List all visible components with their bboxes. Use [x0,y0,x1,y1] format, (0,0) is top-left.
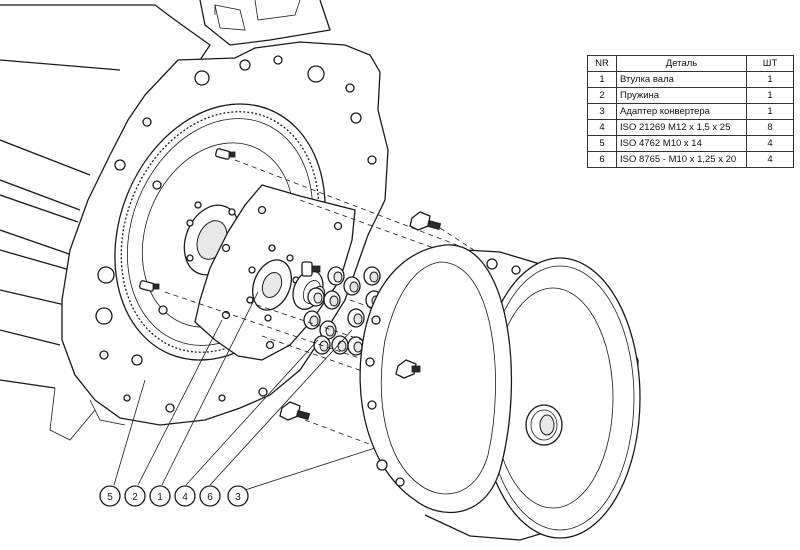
bolt-upper-6 [307,287,325,307]
callout-leaders [113,291,376,491]
row-nr: 4 [587,119,617,136]
table-row: 2 Пружина 1 [587,87,794,104]
row-part: Втулка вала [616,71,747,88]
bolt-upper-2 [327,266,345,286]
bolt-lower-3 [313,335,331,355]
row-qty: 1 [746,87,794,104]
table-row: 4 ISO 21269 M12 x 1,5 x 25 8 [587,119,794,136]
bolt-group [139,148,442,421]
callout-1: 1 [149,485,171,507]
callout-2: 2 [124,485,146,507]
table-row: 3 Адаптер конвертера 1 [587,103,794,120]
row-nr: 5 [587,135,617,152]
row-nr: 3 [587,103,617,120]
adapter-bolt [395,359,421,379]
parts-list-header-row: NR Деталь ШТ [587,55,794,72]
bolt-lower-5 [347,308,365,328]
engine-block [0,0,331,441]
callout-4: 4 [174,485,196,507]
row-part: ISO 4762 M10 x 14 [616,135,747,152]
table-row: 6 ISO 8765 - M10 x 1,25 x 20 4 [587,151,794,168]
callout-3-label: 3 [235,492,241,503]
torque-converter [359,244,641,541]
row-qty: 4 [746,151,794,168]
column-header-qty: ШТ [746,55,794,72]
callout-6: 6 [199,485,221,507]
column-header-nr: NR [587,55,617,72]
parts-list-table: NR Деталь ШТ 1 Втулка вала 1 2 Пружина 1… [587,55,794,168]
table-row: 5 ISO 4762 M10 x 14 4 [587,135,794,152]
bolt-upper-1 [301,261,321,277]
bolt-free-bottom [279,401,311,421]
row-nr: 6 [587,151,617,168]
callout-3: 3 [227,485,249,507]
row-qty: 1 [746,103,794,120]
stud-1 [215,148,236,160]
row-nr: 1 [587,71,617,88]
row-qty: 1 [746,71,794,88]
row-part: ISO 8765 - M10 x 1,25 x 20 [616,151,747,168]
row-qty: 4 [746,135,794,152]
callout-4-label: 4 [182,492,188,503]
row-part: Пружина [616,87,747,104]
bolt-lower-4 [331,335,349,355]
bolt-free-top [409,211,442,231]
bolt-lower-6 [347,336,365,356]
table-row: 1 Втулка вала 1 [587,71,794,88]
callout-5-label: 5 [107,492,113,503]
row-part: ISO 21269 M12 x 1,5 x 25 [616,119,747,136]
callout-2-label: 2 [132,492,138,503]
row-part: Адаптер конвертера [616,103,747,120]
bolt-lower-1 [303,310,321,330]
row-qty: 8 [746,119,794,136]
bolt-upper-7 [323,290,341,310]
callout-1-label: 1 [157,492,163,503]
stud-2 [139,280,160,292]
row-nr: 2 [587,87,617,104]
bolt-upper-4 [363,266,381,286]
bolt-upper-3 [343,276,361,296]
column-header-part: Деталь [616,55,747,72]
callout-5: 5 [99,485,121,507]
callout-6-label: 6 [207,492,213,503]
